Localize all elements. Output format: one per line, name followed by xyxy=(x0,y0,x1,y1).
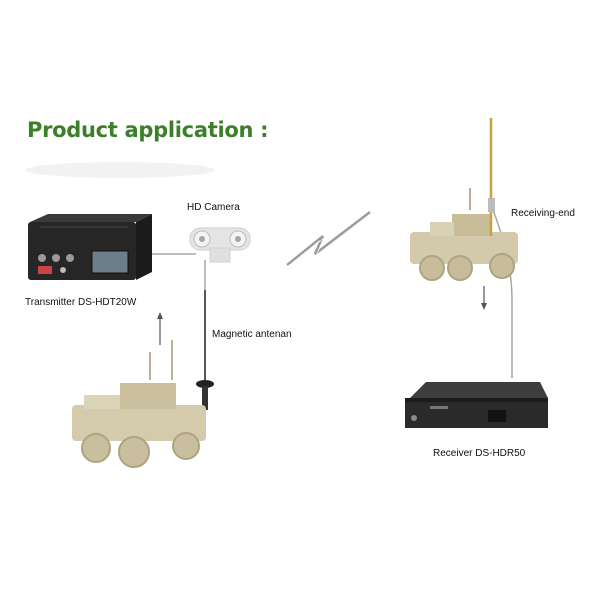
transmitter-device xyxy=(28,214,152,280)
truck-icon xyxy=(410,188,518,281)
truck-icon xyxy=(72,340,206,468)
antenna-icon xyxy=(196,290,214,410)
arrow-down-icon xyxy=(481,286,487,310)
receiving-antenna xyxy=(488,118,495,236)
receiving-end-label: Receiving-end xyxy=(511,208,575,219)
magnetic-antenna-label: Magnetic antenan xyxy=(212,329,292,340)
receiver-device xyxy=(405,382,548,428)
title-reflection xyxy=(25,162,215,178)
transmitter-label: Transmitter DS-HDT20W xyxy=(25,297,137,308)
lightning-icon xyxy=(286,211,372,268)
page-title: Product application : xyxy=(27,118,269,142)
receiving-antenna-cable xyxy=(490,204,513,378)
arrow-up-icon xyxy=(157,312,163,345)
receiver-label: Receiver DS-HDR50 xyxy=(433,448,526,459)
camera-icon xyxy=(189,227,251,263)
hd-camera-label: HD Camera xyxy=(187,202,240,213)
